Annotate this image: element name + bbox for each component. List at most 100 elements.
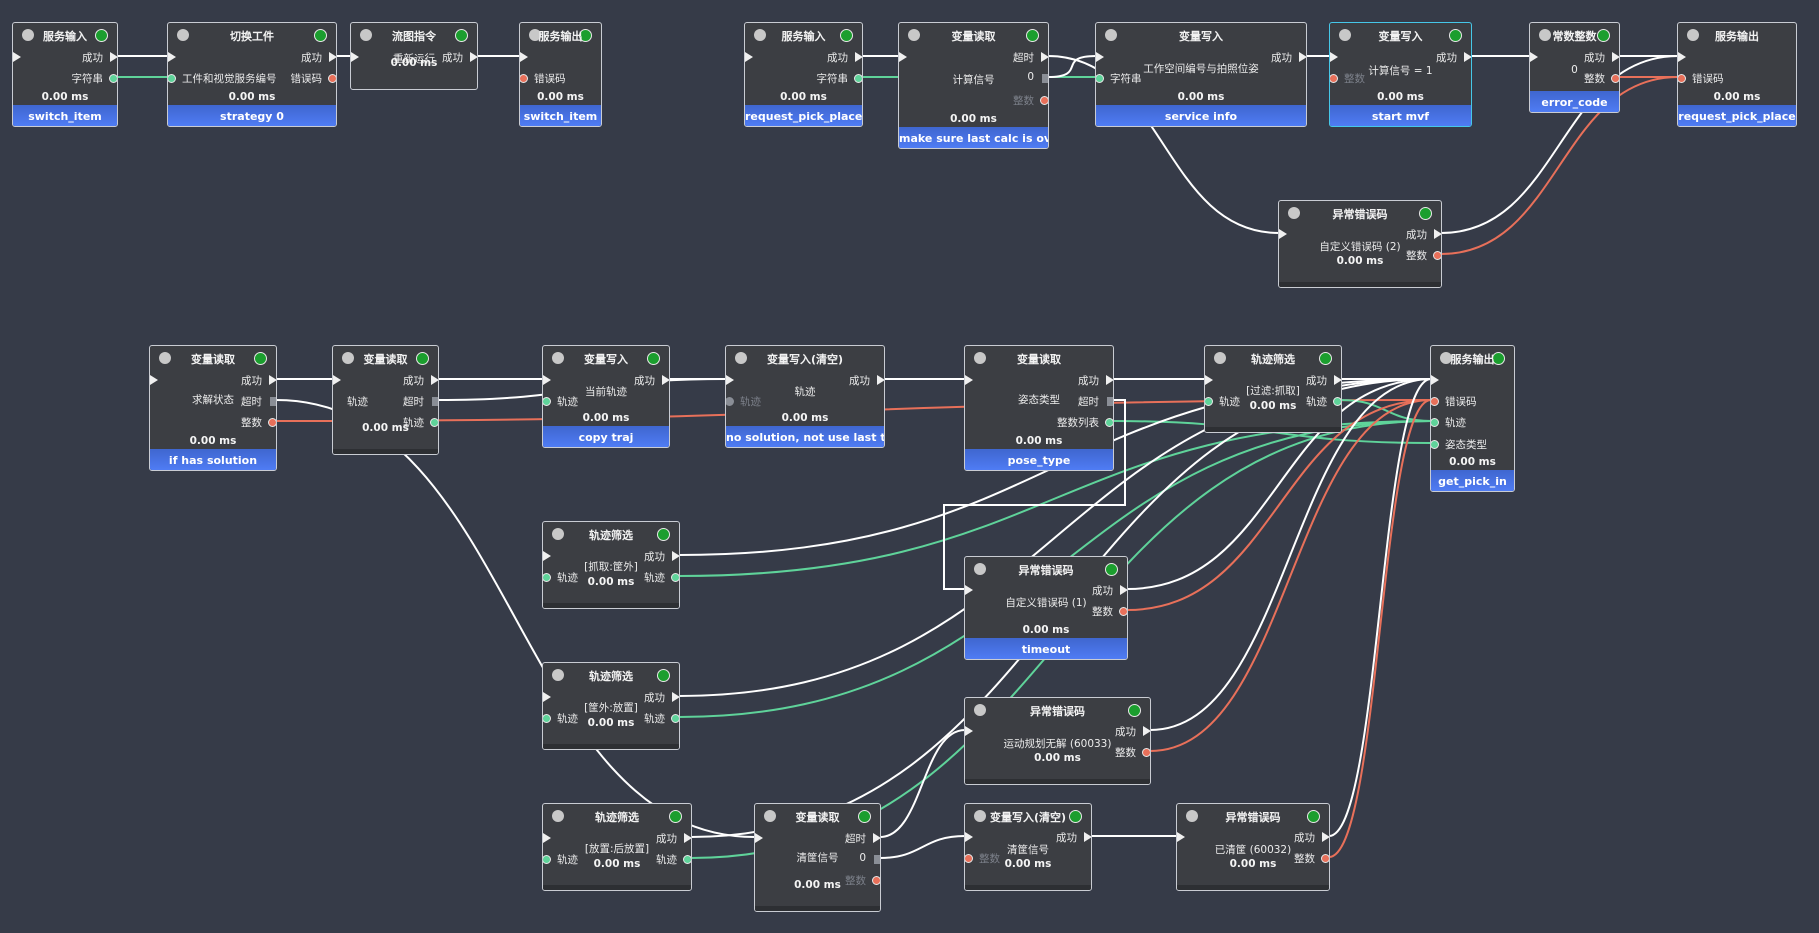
flow-input-pin[interactable] xyxy=(726,375,734,385)
flow-input-pin[interactable] xyxy=(520,52,528,62)
flow-output-pin[interactable] xyxy=(110,52,117,62)
flow-input-pin[interactable] xyxy=(899,52,907,62)
node-toggle-button[interactable] xyxy=(552,352,564,364)
node-toggle-button[interactable] xyxy=(1440,352,1452,364)
node-toggle-button[interactable] xyxy=(974,810,986,822)
data-output-pin[interactable] xyxy=(270,397,276,406)
flow-output-pin[interactable] xyxy=(1322,832,1329,842)
node-toggle-button[interactable] xyxy=(529,29,541,41)
node-toggle-button[interactable] xyxy=(177,29,189,41)
flow-output-pin[interactable] xyxy=(1041,52,1048,62)
data-output-pin[interactable] xyxy=(854,74,862,83)
flow-input-pin[interactable] xyxy=(965,375,973,385)
data-input-pin[interactable] xyxy=(520,74,528,83)
flow-input-pin[interactable] xyxy=(1177,832,1185,842)
data-output-pin[interactable] xyxy=(671,714,679,723)
flow-output-pin[interactable] xyxy=(873,833,880,843)
flow-input-pin[interactable] xyxy=(965,585,973,595)
data-input-pin[interactable] xyxy=(543,397,551,406)
node-toggle-button[interactable] xyxy=(974,352,986,364)
node-toggle-button[interactable] xyxy=(552,810,564,822)
data-output-pin[interactable] xyxy=(1333,397,1341,406)
data-output-pin[interactable] xyxy=(328,74,336,83)
data-output-pin[interactable] xyxy=(1040,96,1048,105)
flow-input-pin[interactable] xyxy=(1330,52,1338,62)
data-output-pin[interactable] xyxy=(1611,74,1619,83)
data-output-pin[interactable] xyxy=(1042,74,1048,83)
node-toggle-button[interactable] xyxy=(1214,352,1226,364)
data-input-pin[interactable] xyxy=(726,397,734,406)
node-toggle-button[interactable] xyxy=(764,810,776,822)
data-output-pin[interactable] xyxy=(268,418,276,427)
data-output-pin[interactable] xyxy=(1119,607,1127,616)
data-input-pin[interactable] xyxy=(543,573,551,582)
data-output-pin[interactable] xyxy=(1105,418,1113,427)
data-input-pin[interactable] xyxy=(965,854,973,863)
node-toggle-button[interactable] xyxy=(360,29,372,41)
flow-input-pin[interactable] xyxy=(150,375,158,385)
node-toggle-button[interactable] xyxy=(735,352,747,364)
flow-output-pin[interactable] xyxy=(1612,52,1619,62)
node-toggle-button[interactable] xyxy=(1186,810,1198,822)
flow-output-pin[interactable] xyxy=(684,833,691,843)
flow-output-pin[interactable] xyxy=(1334,375,1341,385)
flow-input-pin[interactable] xyxy=(543,375,551,385)
node-toggle-button[interactable] xyxy=(552,669,564,681)
flow-output-pin[interactable] xyxy=(1120,585,1127,595)
flow-input-pin[interactable] xyxy=(1205,375,1213,385)
node-toggle-button[interactable] xyxy=(1339,29,1351,41)
flow-input-pin[interactable] xyxy=(755,833,763,843)
flow-output-pin[interactable] xyxy=(1106,375,1113,385)
flow-input-pin[interactable] xyxy=(745,52,753,62)
node-toggle-button[interactable] xyxy=(974,563,986,575)
node-toggle-button[interactable] xyxy=(1288,207,1300,219)
node-toggle-button[interactable] xyxy=(908,29,920,41)
data-output-pin[interactable] xyxy=(874,855,880,864)
node-toggle-button[interactable] xyxy=(159,352,171,364)
flow-input-pin[interactable] xyxy=(1678,52,1686,62)
data-input-pin[interactable] xyxy=(1431,418,1439,427)
node-toggle-button[interactable] xyxy=(552,528,564,540)
data-input-pin[interactable] xyxy=(543,855,551,864)
flow-input-pin[interactable] xyxy=(351,52,359,62)
data-output-pin[interactable] xyxy=(671,573,679,582)
flow-input-pin[interactable] xyxy=(1530,52,1538,62)
data-output-pin[interactable] xyxy=(1107,397,1113,406)
node-toggle-button[interactable] xyxy=(342,352,354,364)
data-input-pin[interactable] xyxy=(1096,74,1104,83)
data-input-pin[interactable] xyxy=(1330,74,1338,83)
node-toggle-button[interactable] xyxy=(1105,29,1117,41)
node-toggle-button[interactable] xyxy=(754,29,766,41)
flow-input-pin[interactable] xyxy=(168,52,176,62)
data-output-pin[interactable] xyxy=(872,876,880,885)
flow-input-pin[interactable] xyxy=(1279,229,1287,239)
flow-output-pin[interactable] xyxy=(672,692,679,702)
flow-input-pin[interactable] xyxy=(1096,52,1104,62)
flow-input-pin[interactable] xyxy=(13,52,21,62)
data-input-pin[interactable] xyxy=(1431,397,1439,406)
flow-output-pin[interactable] xyxy=(877,375,884,385)
flow-output-pin[interactable] xyxy=(1084,832,1091,842)
flow-input-pin[interactable] xyxy=(543,551,551,561)
data-input-pin[interactable] xyxy=(168,74,176,83)
flow-output-pin[interactable] xyxy=(672,551,679,561)
node-toggle-button[interactable] xyxy=(22,29,34,41)
node-toggle-button[interactable] xyxy=(1539,29,1551,41)
flow-output-pin[interactable] xyxy=(1434,229,1441,239)
data-output-pin[interactable] xyxy=(1321,854,1329,863)
